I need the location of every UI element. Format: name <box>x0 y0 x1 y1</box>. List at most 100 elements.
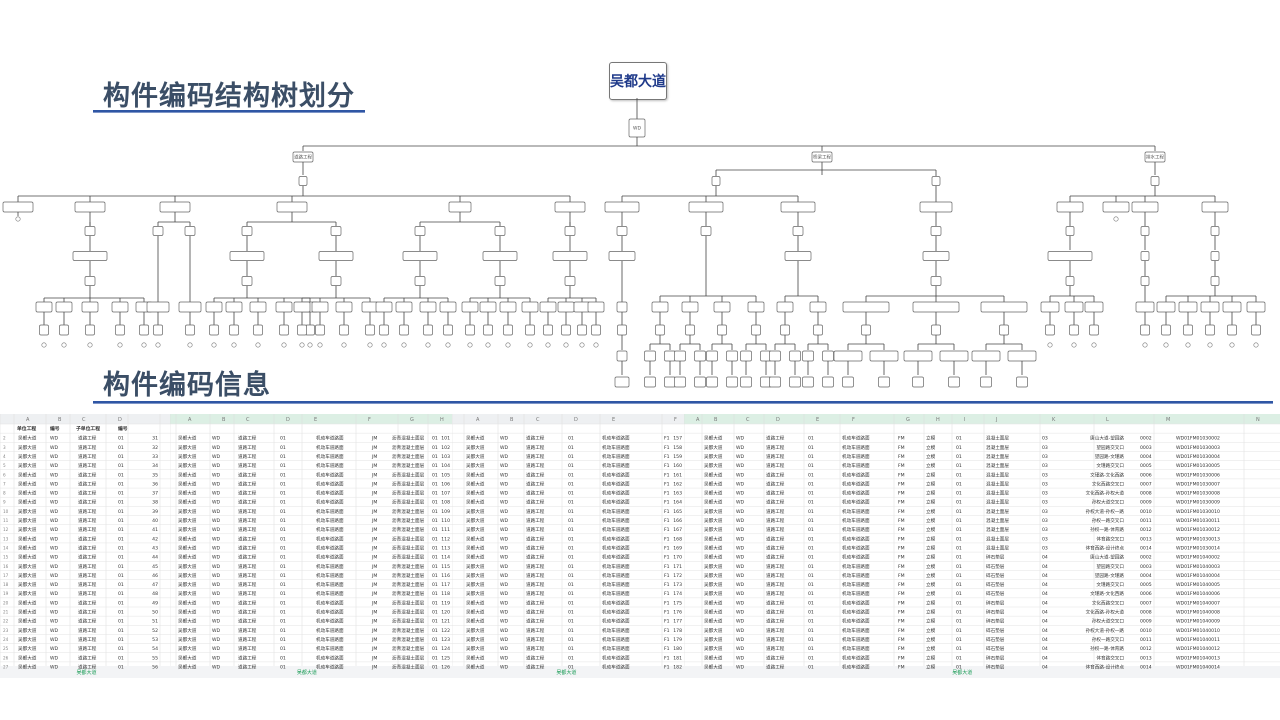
tree-node <box>999 324 1009 336</box>
cell: 125 <box>441 655 450 661</box>
cell: WD <box>50 454 59 460</box>
sheet-background <box>452 414 684 678</box>
cell: 道路工程 <box>526 554 545 561</box>
cell: WD <box>212 655 221 661</box>
cell: 机动车道路面 <box>316 462 344 469</box>
cell: 0005 <box>1140 463 1152 469</box>
tree-node <box>552 251 588 261</box>
cell: 01 <box>568 600 574 606</box>
cell: 12 <box>3 527 9 532</box>
tree-leaf-marker <box>1142 342 1148 348</box>
tree-node <box>39 324 49 336</box>
cell: 沥青混凝土面层 <box>392 480 425 487</box>
tree-node <box>414 226 426 236</box>
tree-node <box>971 350 1001 362</box>
cell: 道路工程 <box>238 453 257 460</box>
cell: 01 <box>432 527 438 533</box>
column-letter: H <box>936 417 940 423</box>
cell: 沥青混凝土面层 <box>392 572 425 579</box>
cell: 吴都大道 <box>18 609 37 616</box>
cell: 01 <box>808 600 814 606</box>
tree-node <box>178 301 202 313</box>
tree-node <box>655 324 665 336</box>
tree-leaf-marker <box>445 342 451 348</box>
tree-node <box>930 226 942 236</box>
cell: WD <box>50 655 59 661</box>
cell: 01 <box>956 472 962 478</box>
cell: 机动车道路面 <box>842 444 870 451</box>
cell: 碎石垫层 <box>986 645 1005 652</box>
cell: F1 <box>664 628 670 634</box>
tree-leaf-marker <box>401 342 407 348</box>
tree-node <box>35 301 53 313</box>
tree-node <box>769 376 781 388</box>
column-letter: G <box>410 417 414 423</box>
tree-leaf-marker <box>281 342 287 348</box>
tree-node <box>1084 301 1104 313</box>
cell: 机动车道路面 <box>602 581 630 588</box>
cell: 01 <box>432 573 438 579</box>
cell: 114 <box>441 555 450 561</box>
cell: FM <box>898 619 905 625</box>
tree-node <box>587 301 605 313</box>
cell: 01 <box>432 582 438 588</box>
cell: WD <box>212 536 221 542</box>
cell: 04 <box>1042 610 1048 616</box>
cell: 165 <box>673 509 682 515</box>
tree-node <box>139 324 149 336</box>
cell: 文瑾路-文化西路 <box>1090 590 1124 597</box>
cell: 01 <box>568 491 574 497</box>
tree-node <box>822 376 834 388</box>
cell: 道路工程 <box>238 526 257 533</box>
cell: 道路工程 <box>78 490 97 497</box>
cell: 吴都大道 <box>18 544 37 551</box>
tree-node <box>706 350 718 362</box>
cell: 03 <box>1042 527 1048 533</box>
cell: 吴都大道 <box>18 590 37 597</box>
cell: 31 <box>152 436 158 442</box>
cell: WD <box>736 573 745 579</box>
tree-leaf-marker <box>61 342 67 348</box>
tree-node <box>842 301 890 313</box>
cell: 01 <box>118 481 124 487</box>
cell: 01 <box>432 481 438 487</box>
cell: 8 <box>3 491 6 496</box>
tree-node <box>521 301 539 313</box>
tree-node <box>159 201 191 213</box>
cell: 01 <box>808 463 814 469</box>
cell: 子单位工程 <box>76 425 100 432</box>
cell: 172 <box>673 573 682 579</box>
tree-leaf-marker <box>1071 342 1077 348</box>
cell: 吴都大道 <box>18 581 37 588</box>
tree-node <box>1102 201 1130 213</box>
sheet-tab-bar <box>684 666 1280 678</box>
cell: 01 <box>808 555 814 561</box>
cell: 道路工程 <box>238 554 257 561</box>
cell: 01 <box>568 628 574 634</box>
cell: 道路工程 <box>78 535 97 542</box>
cell: 7 <box>3 481 6 486</box>
cell: 混凝土面层 <box>986 499 1009 506</box>
cell: 39 <box>152 509 158 515</box>
cell: 03 <box>1042 472 1048 478</box>
cell: 03 <box>1042 545 1048 551</box>
tree-leaf-marker <box>593 342 599 348</box>
tree-node <box>84 276 96 286</box>
cell: 道路工程 <box>238 627 257 634</box>
cell: F1 <box>664 454 670 460</box>
cell: 0008 <box>1140 610 1152 616</box>
cell: 01 <box>280 463 286 469</box>
cell: 01 <box>568 655 574 661</box>
cell: WD <box>736 463 745 469</box>
cell: 机动车道路面 <box>842 599 870 606</box>
cell: 01 <box>118 472 124 478</box>
cell: 机动车道路面 <box>316 572 344 579</box>
cell: WD <box>500 545 509 551</box>
cell: FM <box>898 628 905 634</box>
cell: 01 <box>432 664 438 670</box>
cell: 文瑾路交叉口 <box>1096 462 1124 469</box>
tree-node <box>664 376 676 388</box>
cell: 162 <box>673 481 682 487</box>
tree-node <box>685 324 695 336</box>
cell: WD <box>212 628 221 634</box>
